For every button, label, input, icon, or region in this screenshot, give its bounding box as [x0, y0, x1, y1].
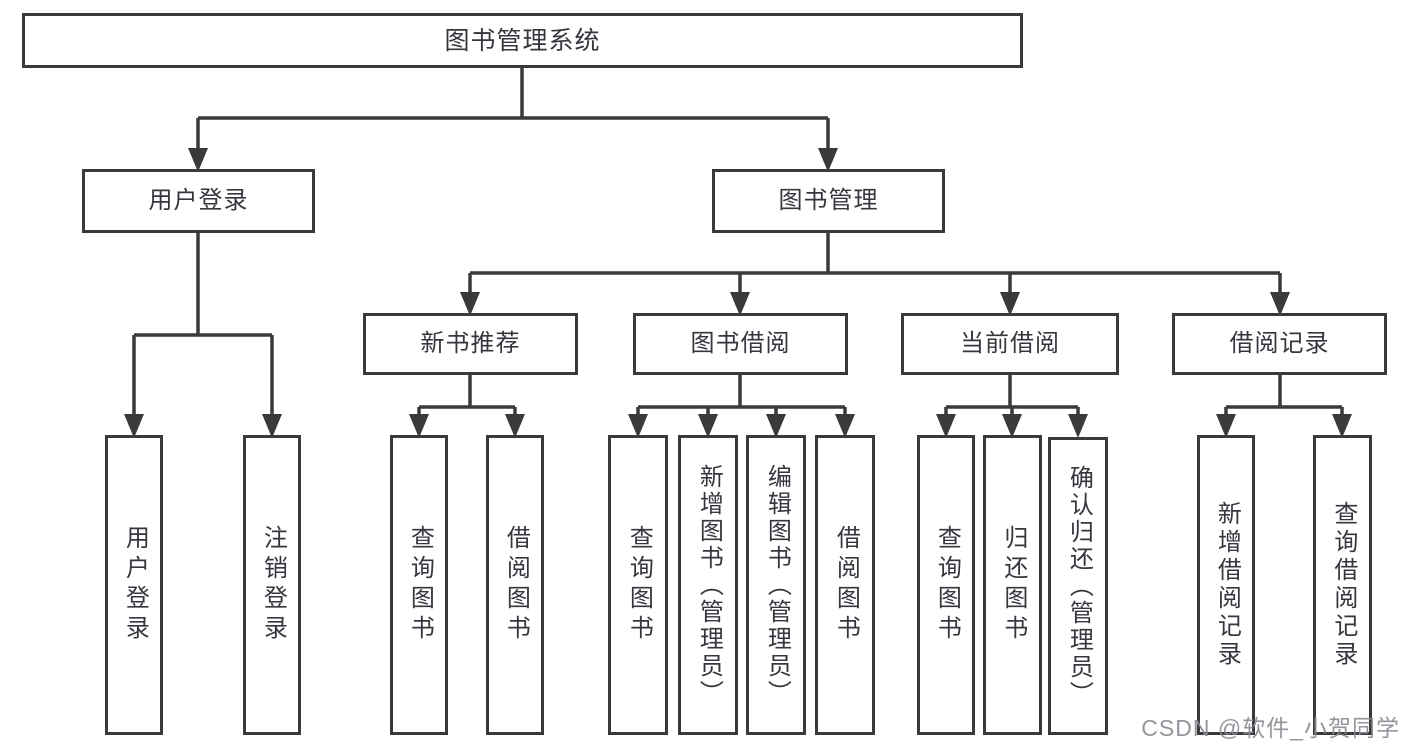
node-current-borrowing: 当前借阅 [901, 313, 1119, 375]
node-book-management: 图书管理 [712, 169, 945, 233]
node-new-book-recommend: 新书推荐 [363, 313, 578, 375]
leaf-query-books-current: 查询图书 [917, 435, 975, 735]
leaf-add-borrow-record: 新增借阅记录 [1197, 435, 1255, 735]
leaf-return-books: 归还图书 [983, 435, 1042, 735]
leaf-add-books-admin: 新增图书（管理员） [678, 435, 738, 735]
node-borrowing-records: 借阅记录 [1172, 313, 1387, 375]
leaf-confirm-return-admin: 确认归还（管理员） [1048, 437, 1108, 735]
leaf-query-borrow-record: 查询借阅记录 [1313, 435, 1372, 735]
leaf-logout: 注销登录 [243, 435, 301, 735]
leaf-user-login: 用户登录 [105, 435, 163, 735]
csdn-watermark: CSDN @软件_小贺同学 [1141, 715, 1400, 741]
leaf-edit-books-admin: 编辑图书（管理员） [746, 435, 806, 735]
edge-lines [132, 68, 1344, 420]
node-user-login: 用户登录 [82, 169, 315, 233]
leaf-borrow-books: 借阅图书 [815, 435, 875, 735]
node-library-management-system: 图书管理系统 [22, 13, 1023, 68]
leaf-borrow-books-recommend: 借阅图书 [486, 435, 544, 735]
leaf-query-books-recommend: 查询图书 [390, 435, 448, 735]
leaf-query-books: 查询图书 [608, 435, 668, 735]
node-book-borrowing: 图书借阅 [633, 313, 848, 375]
arrow-down-icon [124, 148, 1352, 438]
